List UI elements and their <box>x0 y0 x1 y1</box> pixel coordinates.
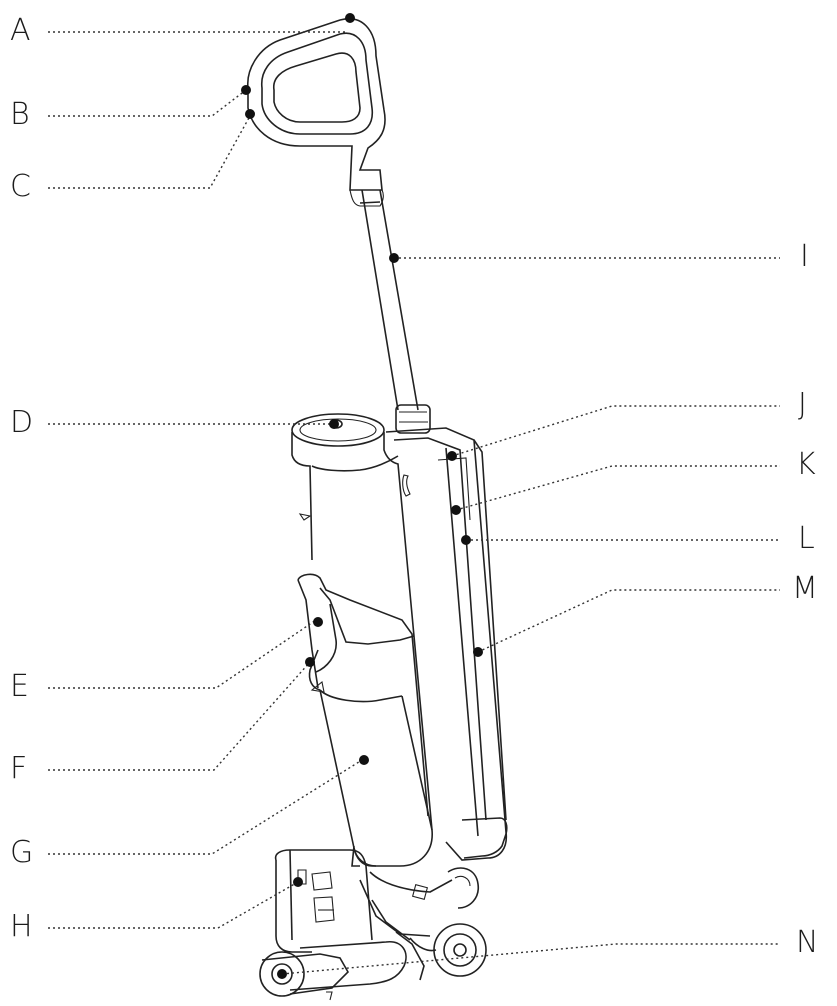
dot-E <box>313 617 323 627</box>
floor-head <box>259 845 487 1001</box>
tube-connector <box>395 404 431 434</box>
callout-label-g: G <box>10 835 34 870</box>
leader-H <box>48 881 299 929</box>
callout-label-i: I <box>800 239 809 274</box>
callout-label-j: J <box>798 387 807 422</box>
dot-D <box>329 419 339 429</box>
leader-K <box>455 465 780 511</box>
dot-C <box>245 109 255 119</box>
handle <box>247 17 386 207</box>
dot-B <box>241 85 251 95</box>
leader-C <box>48 115 251 189</box>
dot-J <box>447 451 457 461</box>
dot-N <box>277 969 287 979</box>
dot-M <box>473 647 483 657</box>
leader-J <box>451 405 780 457</box>
leader-lines <box>48 31 780 975</box>
callout-label-l: L <box>798 521 815 556</box>
callout-label-b: B <box>10 97 30 132</box>
extension-tube <box>359 189 419 411</box>
leader-F <box>48 661 311 771</box>
callout-label-e: E <box>10 669 29 704</box>
callout-label-n: N <box>796 925 819 960</box>
dot-L <box>461 535 471 545</box>
leader-G <box>48 759 363 855</box>
callout-label-m: M <box>792 571 818 606</box>
callout-label-a: A <box>10 13 31 48</box>
callout-label-h: H <box>10 909 33 944</box>
leader-N <box>281 943 780 975</box>
main-body <box>385 427 508 861</box>
dot-I <box>389 253 399 263</box>
leader-M <box>477 589 780 653</box>
dot-K <box>451 505 461 515</box>
lower-cylinder <box>319 689 433 867</box>
leader-B <box>48 89 247 117</box>
water-tank <box>291 413 433 867</box>
dot-F <box>305 657 315 667</box>
dot-G <box>359 755 369 765</box>
tank-handle <box>297 573 429 817</box>
dot-H <box>293 877 303 887</box>
dot-A <box>345 13 355 23</box>
callout-label-d: D <box>10 405 34 440</box>
callout-label-k: K <box>796 447 816 482</box>
callout-label-f: F <box>10 751 28 786</box>
leader-E <box>48 619 317 689</box>
callout-dots <box>241 13 483 979</box>
callout-label-c: C <box>10 169 31 204</box>
